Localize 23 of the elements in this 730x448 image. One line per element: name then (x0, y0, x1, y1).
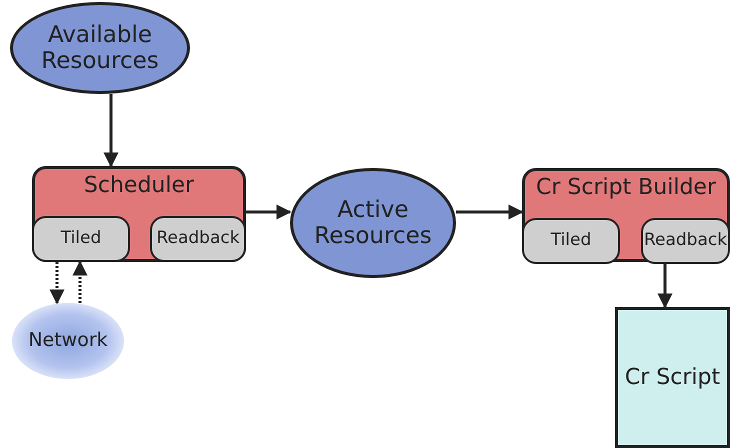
node-label: Network (28, 330, 108, 352)
component-pill (32, 216, 130, 262)
node-label: Tiled (60, 229, 102, 249)
process-box (32, 166, 246, 262)
arrow (104, 94, 118, 168)
arrow (50, 262, 64, 304)
node-label: Active Resources (313, 196, 433, 250)
component-pill (150, 216, 246, 262)
node-label: Readback (156, 229, 240, 249)
arrow (72, 260, 88, 303)
node-label: Cr Script (624, 364, 720, 390)
node-title: Cr Script Builder (536, 175, 716, 200)
arrow (658, 264, 672, 308)
component-pill (641, 218, 730, 264)
output-box (615, 307, 730, 448)
arrow (246, 204, 292, 220)
component-pill (522, 218, 620, 264)
node-title: Scheduler (84, 173, 194, 198)
arrow (456, 204, 524, 220)
node-label: Readback (644, 231, 728, 251)
node-label: Tiled (550, 231, 592, 251)
process-box (522, 168, 730, 262)
node-label: Available Resources (40, 22, 160, 74)
